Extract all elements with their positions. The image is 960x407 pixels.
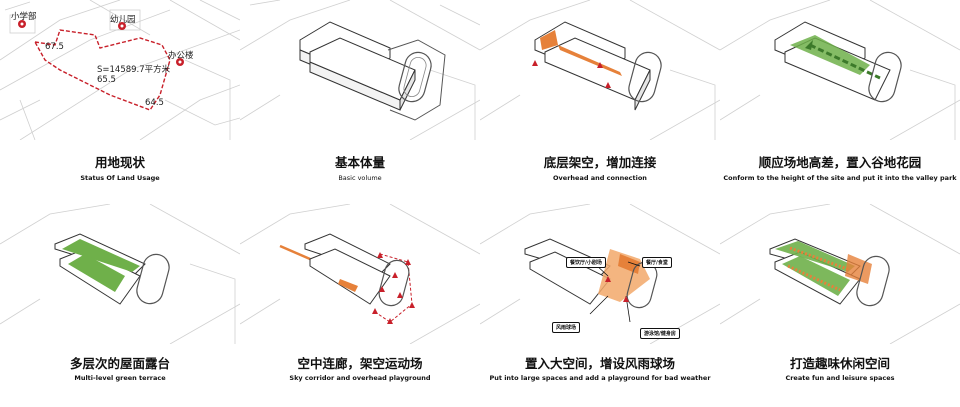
corridor-diagram xyxy=(240,204,480,344)
site-boundary xyxy=(33,29,171,111)
caption-zh: 空中连廊，架空运动场 xyxy=(297,356,423,371)
caption-en: Sky corridor and overhead playground xyxy=(289,374,431,382)
terrace-diagram xyxy=(0,204,240,344)
label-height-3: 64.5 xyxy=(145,98,164,108)
caption-zh: 基本体量 xyxy=(334,155,385,170)
tag-restaurant: 餐饮厅/小剧场 xyxy=(566,257,606,268)
leisure-diagram xyxy=(720,204,960,344)
caption-en: Status Of Land Usage xyxy=(80,174,160,182)
caption-zh: 多层次的屋面露台 xyxy=(69,356,170,371)
caption-zh: 打造趣味休闲空间 xyxy=(789,356,890,371)
panel-large-spaces: 餐饮厅/小剧场 餐厅/食堂 风雨球场 游泳馆/健身房 置入大空间，增设风雨球场 … xyxy=(480,204,720,407)
label-height-1: 67.5 xyxy=(45,42,64,52)
label-area: S=14589.7平方米 xyxy=(97,65,171,75)
caption-en: Basic volume xyxy=(338,174,382,182)
caption-zh: 用地现状 xyxy=(94,155,145,170)
overhead-diagram xyxy=(480,0,720,140)
panel-overhead: 底层架空，增加连接 Overhead and connection xyxy=(480,0,720,203)
panel-site-status: 小学部 幼儿园 办公楼 S=14589.7平方米 67.5 65.5 64.5 … xyxy=(0,0,240,203)
caption-en: Create fun and leisure spaces xyxy=(785,374,895,382)
spaces-diagram xyxy=(480,204,720,344)
label-height-2: 65.5 xyxy=(97,75,116,85)
caption-zh: 顺应场地高差，置入谷地花园 xyxy=(758,155,922,170)
panel-basic-volume: 基本体量 Basic volume xyxy=(240,0,480,203)
tag-canteen: 餐厅/食堂 xyxy=(642,257,672,268)
panel-green-terrace: 多层次的屋面露台 Multi-level green terrace xyxy=(0,204,240,407)
panel-valley-park: 顺应场地高差，置入谷地花园 Conform to the height of t… xyxy=(720,0,960,203)
massing-diagram xyxy=(240,0,480,140)
label-kindergarten: 幼儿园 xyxy=(110,15,136,25)
label-primary-school: 小学部 xyxy=(11,12,37,22)
caption-en: Multi-level green terrace xyxy=(74,374,166,382)
caption-zh: 置入大空间，增设风雨球场 xyxy=(524,356,675,371)
tag-rain-court: 风雨球场 xyxy=(552,322,581,333)
caption-en: Conform to the height of the site and pu… xyxy=(723,174,957,182)
caption-en: Put into large spaces and add a playgrou… xyxy=(489,374,711,382)
label-office: 办公楼 xyxy=(168,51,194,61)
caption-zh: 底层架空，增加连接 xyxy=(543,155,657,170)
caption-en: Overhead and connection xyxy=(553,174,647,182)
tag-pool: 游泳馆/健身房 xyxy=(640,328,680,339)
panel-sky-corridor: 空中连廊，架空运动场 Sky corridor and overhead pla… xyxy=(240,204,480,407)
panel-leisure-spaces: 打造趣味休闲空间 Create fun and leisure spaces xyxy=(720,204,960,407)
site-map xyxy=(0,0,240,140)
valley-diagram xyxy=(720,0,960,140)
